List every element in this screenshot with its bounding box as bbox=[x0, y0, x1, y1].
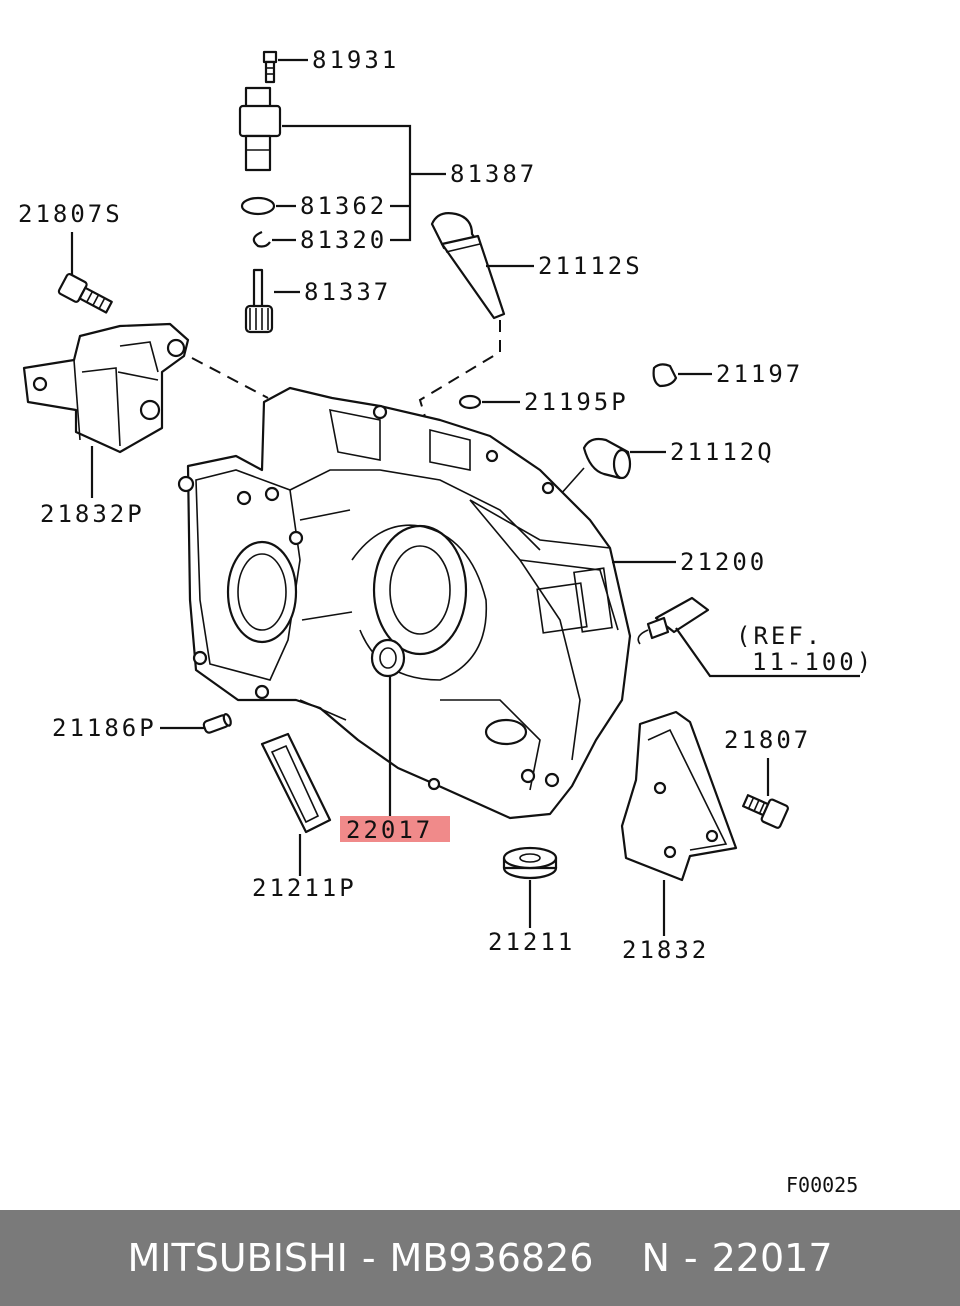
label-81362: 81362 bbox=[300, 192, 387, 220]
label-21186P: 21186P bbox=[52, 714, 157, 742]
highlight-22017 bbox=[340, 816, 450, 842]
label-81337: 81337 bbox=[304, 278, 391, 306]
label-22017: 22017 bbox=[346, 816, 433, 844]
sensor-ref-11-100 bbox=[637, 596, 710, 645]
label-81931: 81931 bbox=[312, 46, 399, 74]
transfer-case-21200 bbox=[177, 386, 632, 820]
bolt-81931 bbox=[262, 50, 278, 84]
label-21211P: 21211P bbox=[252, 874, 357, 902]
label-21195P: 21195P bbox=[524, 388, 629, 416]
cap-21197 bbox=[652, 363, 678, 388]
label-21197: 21197 bbox=[716, 360, 803, 388]
label-81387: 81387 bbox=[450, 160, 537, 188]
label-21112Q: 21112Q bbox=[670, 438, 775, 466]
bracket-81387 bbox=[282, 124, 446, 242]
figure-code: F00025 bbox=[786, 1173, 858, 1197]
label-ref-1: (REF. bbox=[736, 622, 823, 650]
footer-sep-2: - bbox=[683, 1236, 698, 1280]
leader-ref-11-100 bbox=[675, 627, 860, 678]
speed-sensor-81387 bbox=[238, 86, 282, 172]
bolt-21807S bbox=[57, 273, 113, 314]
label-21807: 21807 bbox=[724, 726, 811, 754]
footer-brand: MITSUBISHI bbox=[127, 1236, 348, 1280]
bracket-21832 bbox=[620, 710, 738, 882]
grommet-21211 bbox=[502, 846, 558, 880]
label-21807S: 21807S bbox=[18, 200, 123, 228]
label-21832P: 21832P bbox=[40, 500, 145, 528]
label-21200: 21200 bbox=[680, 548, 767, 576]
gear-81337 bbox=[244, 268, 274, 334]
label-21112S: 21112S bbox=[538, 252, 643, 280]
dash-bracket-to-case bbox=[191, 357, 269, 399]
elbow-21112Q bbox=[582, 437, 632, 480]
label-ref-2: 11-100) bbox=[752, 648, 874, 676]
footer-sep-1: - bbox=[361, 1236, 376, 1280]
label-81320: 81320 bbox=[300, 226, 387, 254]
footer-n-value: 22017 bbox=[711, 1236, 833, 1280]
plug-21195P bbox=[458, 394, 482, 410]
bracket-21832P bbox=[22, 322, 190, 454]
pin-21186P bbox=[202, 713, 232, 734]
parts-diagram: 81931 81387 81362 81320 81337 21807S bbox=[18, 46, 874, 1197]
label-21211: 21211 bbox=[488, 928, 575, 956]
o-ring-81362 bbox=[240, 196, 276, 216]
bolt-21807 bbox=[742, 794, 789, 829]
gasket-21211P bbox=[260, 732, 332, 834]
footer-part-number: MB936826 bbox=[389, 1236, 594, 1280]
label-21832: 21832 bbox=[622, 936, 709, 964]
footer-n-label: N bbox=[641, 1236, 670, 1280]
tube-21112S bbox=[430, 212, 506, 320]
footer-bar: MITSUBISHI - MB936826 N - 22017 bbox=[0, 1210, 960, 1306]
clip-81320 bbox=[252, 230, 271, 248]
oil-seal-22017 bbox=[370, 638, 406, 678]
